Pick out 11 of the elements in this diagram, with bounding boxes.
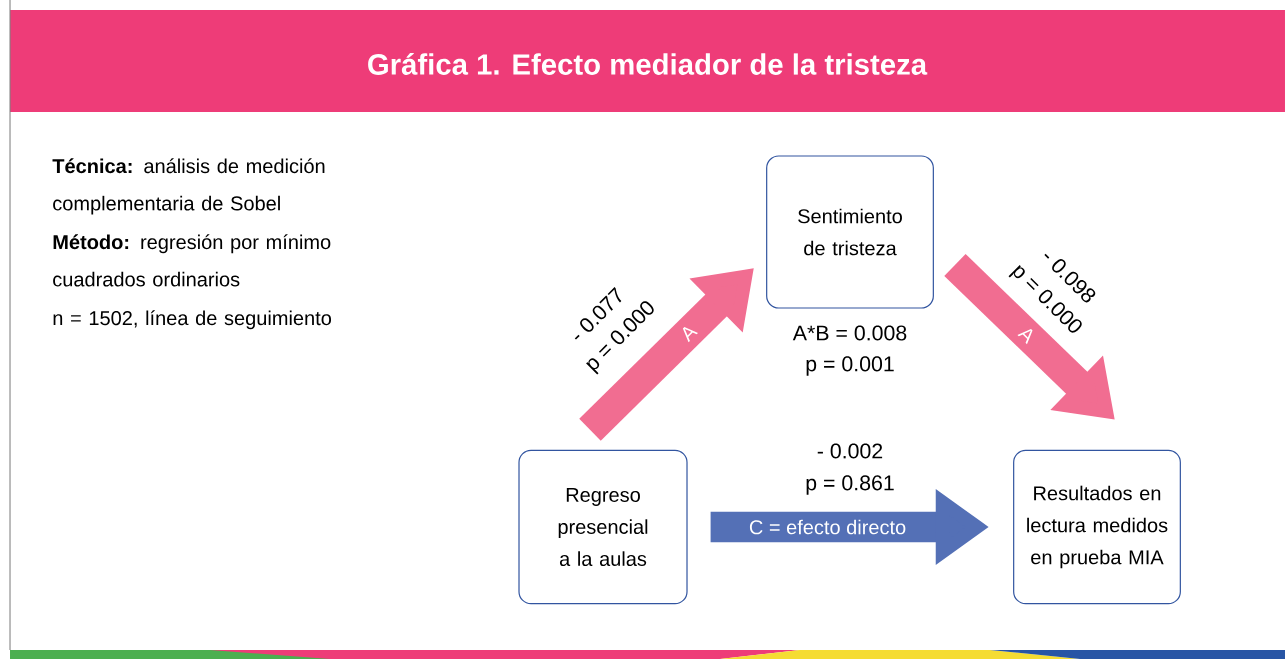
title: Gráfica 1. Efecto mediador de la tristeza — [368, 53, 928, 75]
arrow-label: A — [682, 327, 698, 343]
arrow-label: A — [1017, 329, 1033, 345]
variable-box: Regreso presencial a la aulas — [518, 449, 688, 605]
arrow-label: C = efecto directo — [749, 519, 906, 535]
note-text: n = 1502, línea de seguimiento — [53, 310, 331, 330]
coefficient-label: p = 0.001 — [806, 356, 894, 376]
coefficient-label: - 0.002 — [817, 443, 883, 459]
variable-box: Resultados en lectura medidos en prueba MIA — [1013, 449, 1181, 605]
variable-box: Sentimiento de tristeza — [766, 155, 934, 309]
coefficient-label: p = 0.861 — [806, 475, 894, 495]
